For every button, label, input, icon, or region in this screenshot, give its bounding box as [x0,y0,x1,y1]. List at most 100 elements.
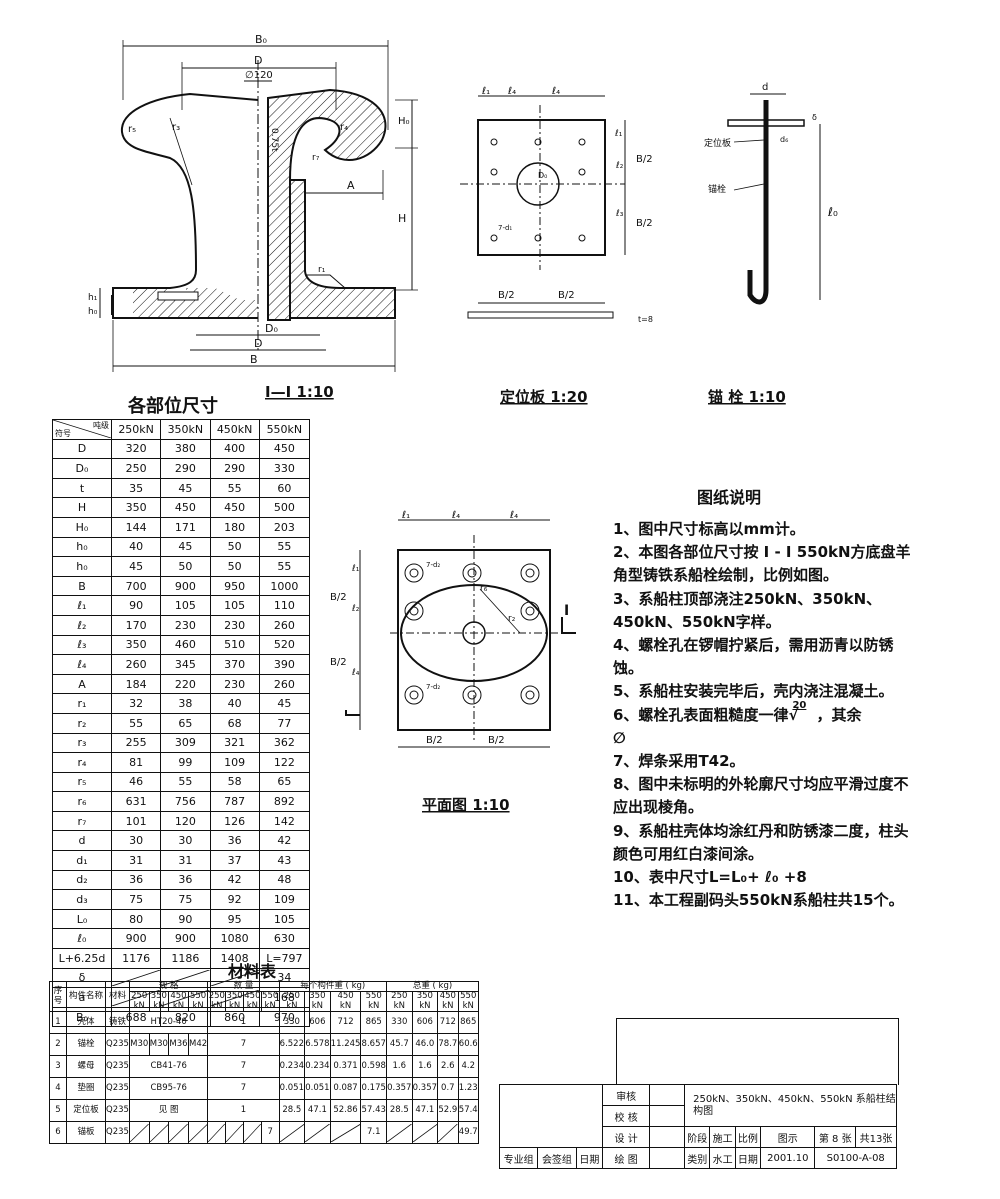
dims-table-title: 各部位尺寸 [128,396,218,417]
tb-stage: 施工 [709,1126,736,1148]
mat-cell: CB41-76 [128,1055,209,1079]
dims-cell: 120 [160,810,211,832]
mat-cell: 330 [278,1011,306,1035]
dims-cell: 105 [160,595,211,616]
label-b: B [250,353,258,366]
anchor-l0: ℓ₀ [827,205,838,219]
mat-cell: CB95-76 [128,1077,209,1101]
dims-cell: 45 [258,693,311,714]
dims-cell: 105 [258,908,311,930]
label-phi: ∅120 [245,70,273,81]
dims-cell: 380 [160,438,211,460]
mat-sub-col: 550 kN [360,991,387,1013]
dims-symbol: d₁ [52,850,112,871]
dims-cell: 31 [160,850,211,871]
dims-cell: 38 [160,693,211,714]
mat-cell: 49.7 [457,1121,479,1145]
mat-cell [242,1121,262,1145]
mat-cell: 0.357 [411,1077,439,1101]
mat-cell: 3 [49,1055,67,1079]
dims-cell: 630 [258,928,311,950]
dims-cell: 43 [258,850,311,871]
mat-cell: 0.234 [304,1055,331,1079]
mat-cell: 6.578 [304,1033,331,1057]
mat-cell: 8.657 [360,1033,387,1057]
plate-title: 定位板 1:20 [500,388,588,406]
dims-cell: 290 [209,458,260,479]
mat-h-spec: 规 格 [128,980,209,993]
mat-cell: 47.1 [304,1099,331,1123]
dims-cell: 230 [209,673,260,695]
mat-cell: 45.7 [386,1033,413,1057]
plan-b2c: B/2 [426,735,443,746]
dims-cell: 171 [160,516,211,538]
label-b0: B₀ [255,33,268,46]
dims-cell: 36 [209,830,260,852]
label-d-bot: D [254,337,262,350]
mat-h-mat: 材料 [105,980,130,1013]
dims-cell: 50 [209,556,260,577]
mat-cell: 865 [457,1011,479,1035]
mat-cell: M42 [187,1033,209,1057]
dims-cell: 65 [160,712,211,734]
tb-type: 水工 [709,1147,736,1169]
dims-cell: 892 [258,791,311,812]
mat-cell: 6.522 [278,1033,306,1057]
dims-symbol: r₂ [52,712,112,734]
mat-cell: 0.371 [329,1055,362,1079]
dims-cell: 390 [258,654,311,675]
mat-cell: 2 [49,1033,67,1057]
label-r7: r₇ [312,153,320,163]
roughness-symbol-icon: 20√ [788,699,807,724]
tb-number: S0100-A-08 [814,1147,897,1169]
mat-cell: 7.1 [360,1121,387,1145]
dims-cell: 250 [110,458,162,479]
dims-symbol: d [52,830,112,852]
mat-sub-col: 550 kN [187,991,209,1013]
dims-cell: 203 [258,516,311,538]
dims-symbol: ℓ₄ [52,654,112,675]
plan-l1: ℓ₁ [402,510,410,521]
dims-cell: 31 [110,850,162,871]
dims-cell: 260 [110,654,162,675]
mat-cell: 1 [49,1011,67,1035]
dims-cell: 184 [110,673,162,695]
mat-cell [187,1121,209,1145]
dims-symbol: d₃ [52,889,112,910]
dims-symbol: B [52,575,112,597]
mat-cell: 11.245 [329,1033,362,1057]
dims-cell: 122 [258,752,311,773]
dims-cell: 1186 [160,948,211,969]
dims-cell: 55 [160,771,211,793]
mat-cell: Q235 [105,1033,130,1057]
mat-cell: 46.0 [411,1033,439,1057]
dims-cell: 45 [160,477,211,499]
plate-b2a: B/2 [636,154,653,165]
dims-symbol: L+6.25d [52,948,112,969]
mat-cell: 0.051 [278,1077,306,1101]
notes-title: 图纸说明 [697,488,762,507]
mat-cell: M30 [128,1033,150,1057]
mat-sub-col: 350 kN [225,991,244,1013]
note-item: 5、系船柱安装完毕后，壳内浇注混凝土。 [613,682,894,701]
tb-date-label: 日期 [734,1147,762,1169]
dims-cell: 55 [258,556,311,577]
dims-cell: 45 [110,556,162,577]
mat-cell: 60.6 [457,1033,479,1057]
tb-scale-label: 比例 [734,1126,762,1148]
dims-cell: 900 [160,928,211,950]
mat-cell: 0.087 [329,1077,362,1101]
mat-cell: HT20-40 [128,1011,209,1035]
dims-cell: 345 [160,654,211,675]
mat-h-name: 构件名称 [66,980,106,1013]
mat-cell: 0.7 [437,1077,459,1101]
